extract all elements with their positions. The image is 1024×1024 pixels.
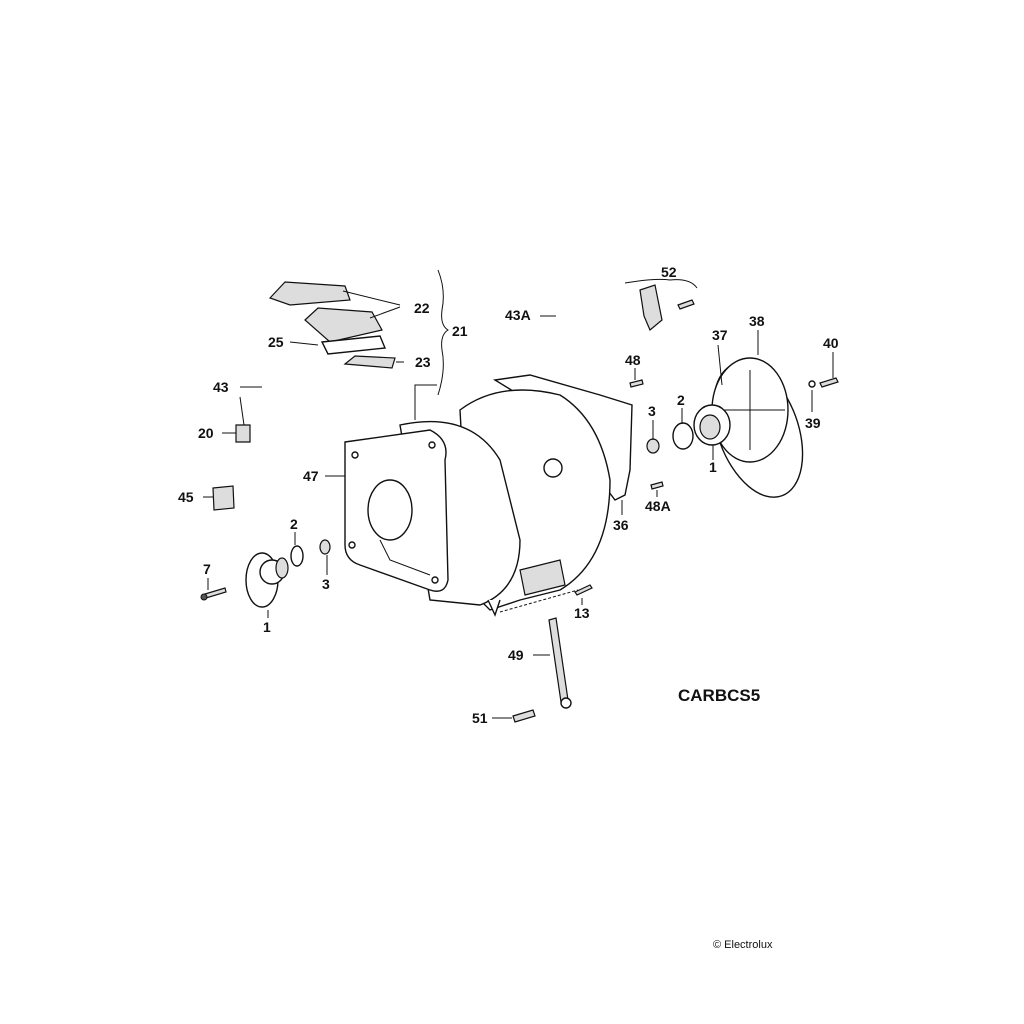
label-2-right: 2 xyxy=(677,392,685,408)
tub-front-part-47 xyxy=(344,420,521,617)
label-39: 39 xyxy=(805,415,821,431)
label-48a: 48A xyxy=(645,498,671,514)
copyright: © Electrolux xyxy=(713,939,773,951)
label-22: 22 xyxy=(414,300,430,316)
label-43: 43 xyxy=(213,379,229,395)
label-40: 40 xyxy=(823,335,839,351)
label-7: 7 xyxy=(203,561,211,577)
label-48: 48 xyxy=(625,352,641,368)
label-49: 49 xyxy=(508,647,524,663)
left-small-parts xyxy=(200,396,331,608)
label-36: 36 xyxy=(613,517,629,533)
label-52: 52 xyxy=(661,264,677,280)
label-20: 20 xyxy=(198,425,214,441)
diagram-code: CARBCS5 xyxy=(678,686,760,705)
label-1-right: 1 xyxy=(709,459,717,475)
label-1-left: 1 xyxy=(263,619,271,635)
pulley-and-belt-parts xyxy=(629,284,839,498)
label-13: 13 xyxy=(574,605,590,621)
label-38: 38 xyxy=(749,313,765,329)
label-47: 47 xyxy=(303,468,319,484)
leader-lines xyxy=(203,278,834,719)
filter-parts-22-25-23 xyxy=(268,281,396,369)
label-23: 23 xyxy=(415,354,431,370)
label-2-left: 2 xyxy=(290,516,298,532)
label-21: 21 xyxy=(452,323,468,339)
label-45: 45 xyxy=(178,489,194,505)
label-3-right: 3 xyxy=(648,403,656,419)
label-37: 37 xyxy=(712,327,728,343)
label-51: 51 xyxy=(472,710,488,726)
brace-21 xyxy=(437,269,449,396)
label-43a: 43A xyxy=(505,307,531,323)
bottom-parts xyxy=(499,584,593,723)
label-3-left: 3 xyxy=(322,576,330,592)
label-25: 25 xyxy=(268,334,284,350)
